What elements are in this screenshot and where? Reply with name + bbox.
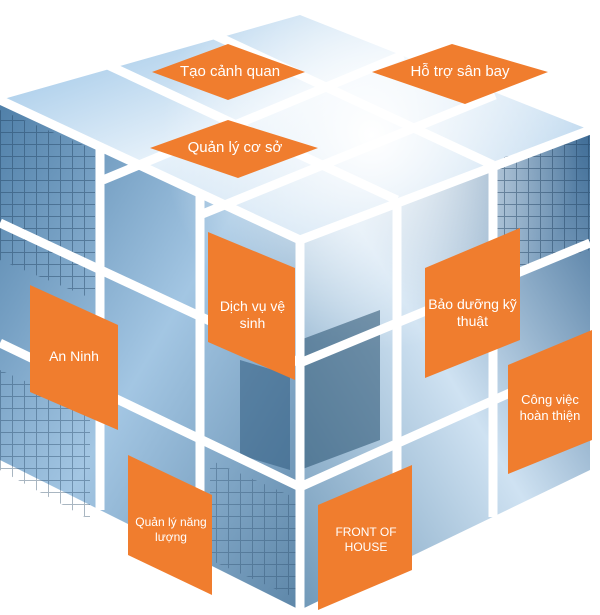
tile-front-of-house[interactable] <box>318 465 412 610</box>
tile-security[interactable] <box>30 285 118 430</box>
building-texture <box>210 460 300 600</box>
tile-maintenance[interactable] <box>425 228 520 378</box>
service-tiles <box>30 44 592 610</box>
tile-cleaning[interactable] <box>208 232 295 380</box>
tile-landscape[interactable] <box>152 44 305 100</box>
tile-energy[interactable] <box>128 455 212 595</box>
tile-facility[interactable] <box>150 120 318 178</box>
tile-finishing[interactable] <box>508 330 592 474</box>
tile-airport[interactable] <box>372 44 548 104</box>
tower-silhouette <box>240 360 290 470</box>
